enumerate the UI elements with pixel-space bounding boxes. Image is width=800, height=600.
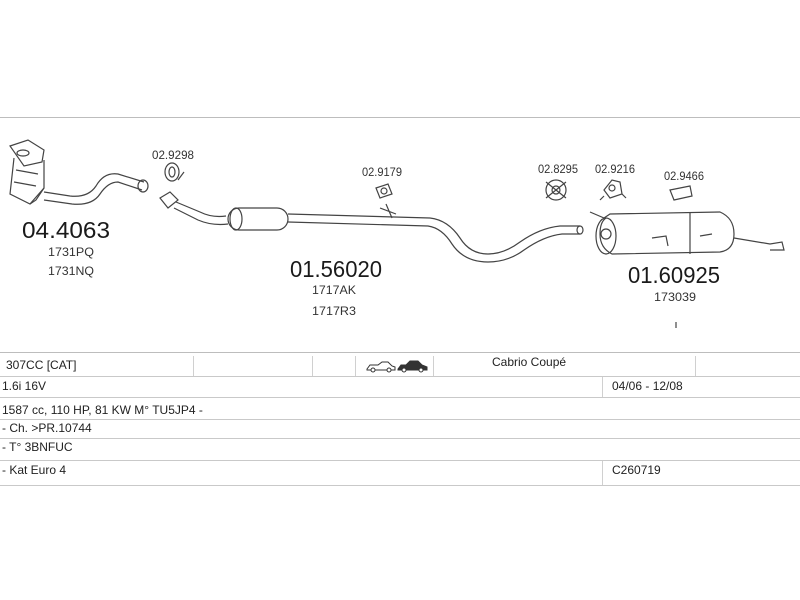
engine-specs: 1587 cc, 110 HP, 81 KW M° TU5JP4 - [2,403,203,417]
clamp-rear-drawing [545,179,567,201]
model-label: 307CC [CAT] [6,358,77,372]
production-period: 04/06 - 12/08 [612,379,683,393]
part-number-clamp-front: 02.9298 [152,148,194,162]
clamp-front-drawing [164,162,185,182]
row-separator [312,356,313,376]
chassis-note: - Ch. >PR.10744 [2,421,92,435]
car-coupe-icon [397,360,428,373]
part-number-catalytic: 04.4063 [22,217,110,243]
type-note: - T° 3BNFUC [2,440,73,454]
catalytic-converter-drawing [9,139,149,205]
body-type-label: Cabrio Coupé [492,355,567,369]
table-top-divider [0,352,800,353]
car-cabrio-icon [366,361,396,373]
catalog-code: C260719 [612,463,661,477]
top-divider [0,117,800,118]
part-number-hanger-middle: 02.9179 [362,165,402,179]
rear-silencer-drawing [589,211,785,328]
ref-catalytic-2: 1731NQ [48,264,94,278]
emission-norm: - Kat Euro 4 [2,463,67,477]
engine-label: 1.6i 16V [2,379,47,393]
spec-row-model: 307CC [CAT] Cabrio Coupé [0,355,800,379]
row-separator [602,461,603,485]
row-separator [355,356,356,376]
spec-row-chassis: - Ch. >PR.10744 [0,420,800,439]
spec-row-engine: 1.6i 16V 04/06 - 12/08 [0,377,800,398]
ref-middle-pipe-1: 1717AK [312,283,356,297]
row-separator [193,356,194,376]
hanger-rear-2-drawing [669,185,693,201]
row-separator [602,377,603,397]
exhaust-diagram: 04.4063 1731PQ 1731NQ 02.9298 01.56020 1… [9,139,785,328]
spec-row-specs: 1587 cc, 110 HP, 81 KW M° TU5JP4 - [0,401,800,420]
part-number-hanger-rear-2: 02.9466 [664,169,704,183]
body-type-icons [366,359,428,379]
row-separator [433,356,434,376]
hanger-rear-1-drawing [599,179,627,201]
part-number-rear-silencer: 01.60925 [628,262,720,288]
middle-pipe-drawing [159,191,584,263]
hanger-middle-drawing [375,183,393,199]
ref-rear-silencer-1: 173039 [654,290,696,304]
spec-row-type: - T° 3BNFUC [0,439,800,461]
ref-middle-pipe-2: 1717R3 [312,304,356,318]
part-number-clamp-rear: 02.8295 [538,162,578,176]
part-number-hanger-rear-1: 02.9216 [595,162,635,176]
ref-catalytic-1: 1731PQ [48,245,94,259]
row-separator [695,356,696,376]
spec-row-norm: - Kat Euro 4 C260719 [0,461,800,486]
part-number-middle-pipe: 01.56020 [290,256,382,282]
